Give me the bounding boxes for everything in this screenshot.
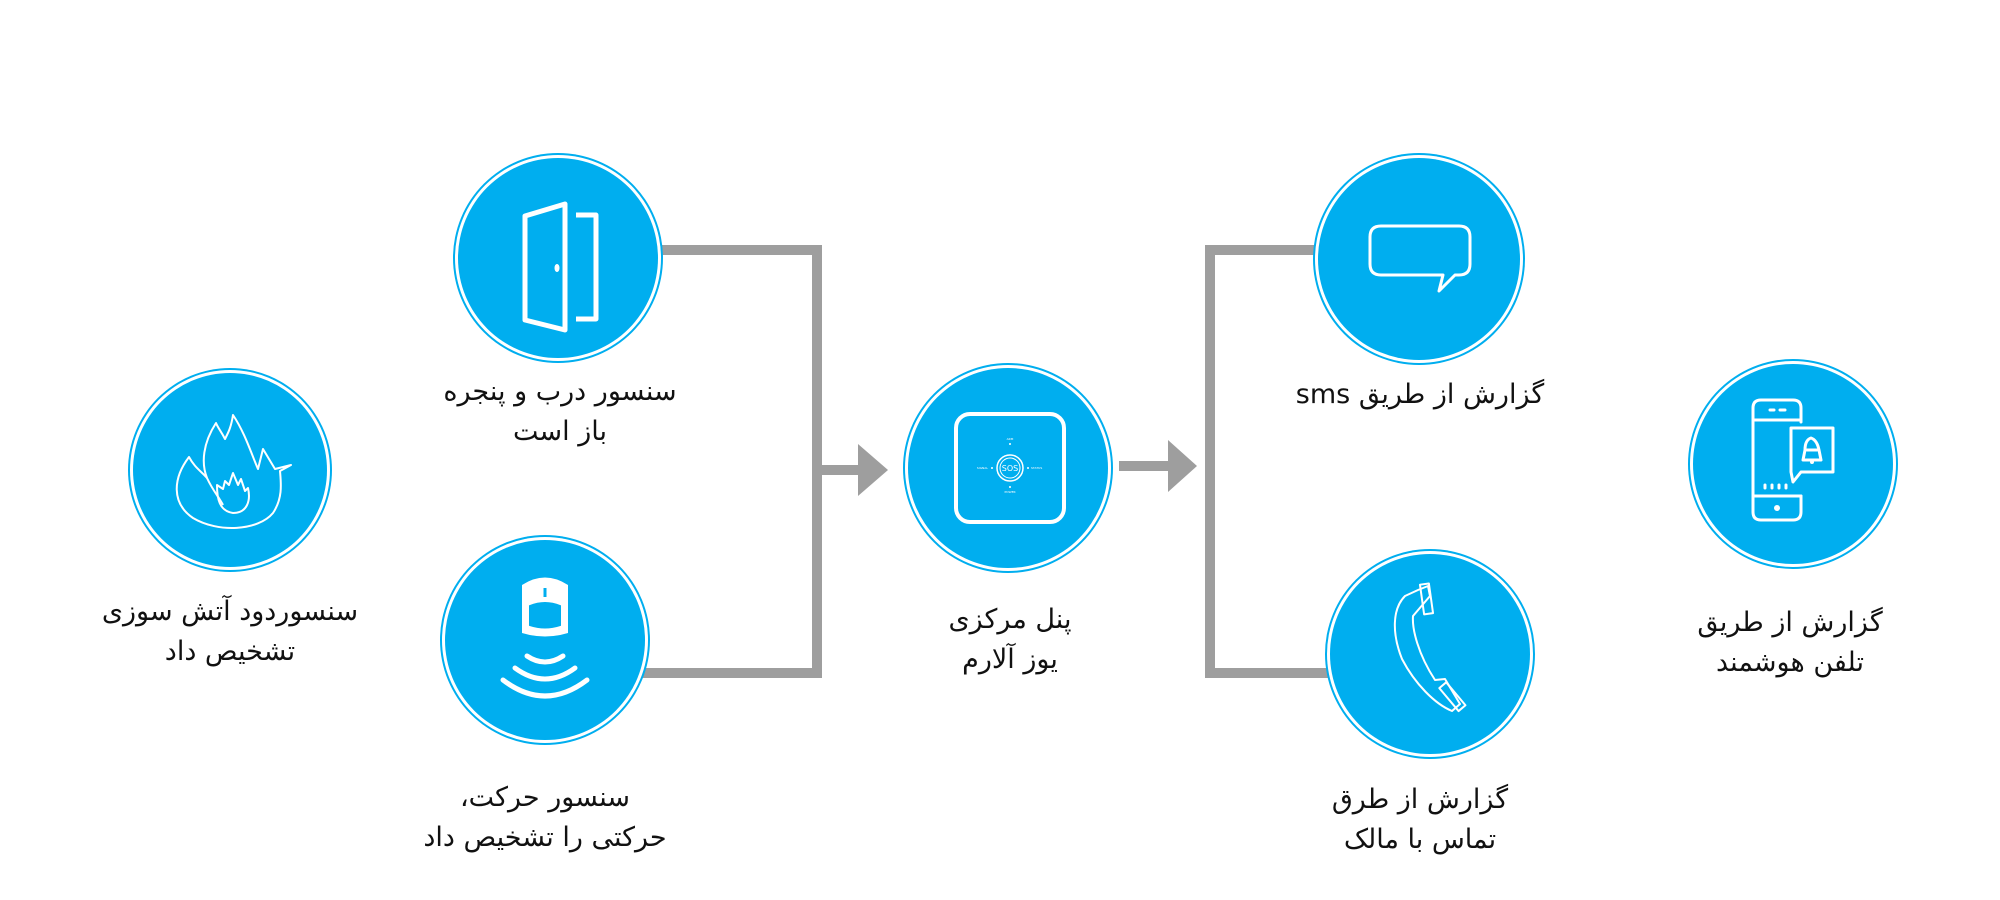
fire-sensor-label: سنسوردود آتش سوزی تشخیص داد (101, 596, 359, 667)
right-bracket-connector (1205, 245, 1335, 678)
call-report-circle (1330, 554, 1530, 754)
app-report-label: گزارش از طریق تلفن هوشمند (1697, 607, 1883, 678)
arm-label: ARM (1007, 437, 1014, 441)
fire-icon (175, 414, 292, 529)
central-panel-circle: SOS ARM SIGNAL STATUS POWER (908, 368, 1108, 568)
chat-bubble-icon (1368, 224, 1472, 293)
status-label: STATUS (1031, 466, 1042, 470)
motion-sensor-icon (500, 577, 590, 699)
call-report-label: گزارش از طرق تماس با مالک (1331, 784, 1509, 855)
door-sensor-label: سنسور درب و پنجره باز است (443, 376, 677, 447)
sos-label: SOS (1002, 464, 1018, 473)
left-bracket-connector (630, 245, 822, 678)
central-panel-label: پنل مرکزی یوز آلارم (948, 604, 1072, 675)
left-arrow-head (858, 444, 888, 496)
sms-report-circle (1318, 158, 1520, 360)
smartphone-notification-icon (1751, 398, 1835, 522)
alarm-panel-icon: SOS ARM SIGNAL STATUS POWER (954, 412, 1066, 524)
fire-sensor-circle (133, 373, 327, 567)
right-arrow-head (1168, 440, 1197, 492)
phone-handset-icon (1393, 582, 1467, 713)
power-label: POWER (1004, 490, 1015, 494)
door-icon (522, 201, 599, 333)
signal-label: SIGNAL (977, 466, 988, 470)
motion-sensor-label: سنسور حرکت، حرکتی را تشخیص داد (423, 782, 667, 853)
motion-sensor-circle (445, 540, 645, 740)
sms-report-label: گزارش از طریق sms (1295, 379, 1545, 410)
app-report-circle (1693, 364, 1893, 564)
door-sensor-circle (458, 158, 658, 358)
